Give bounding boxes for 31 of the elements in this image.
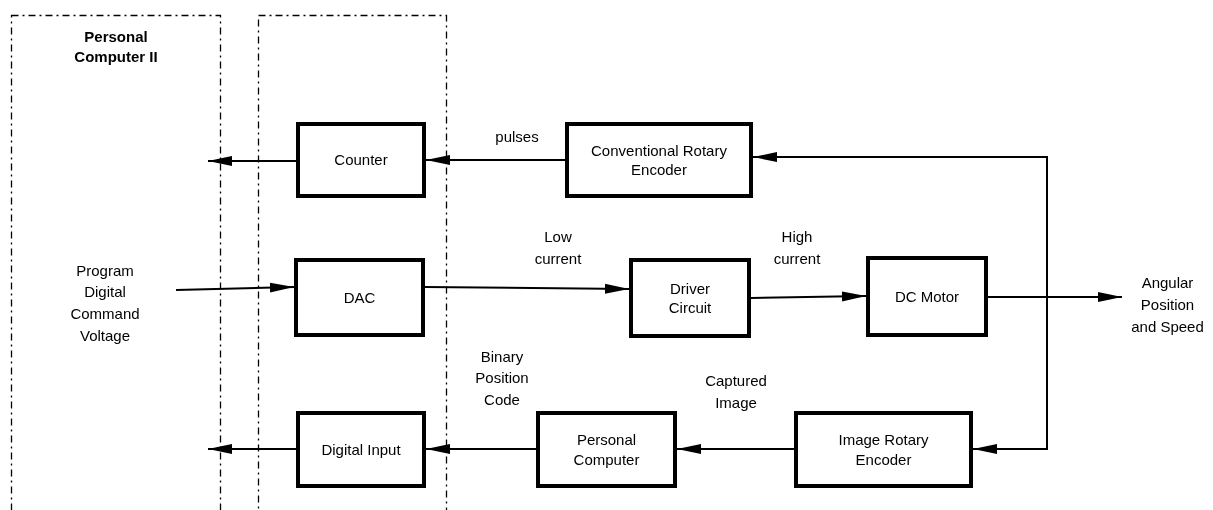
group-boundary	[11, 15, 221, 510]
process-box	[294, 258, 425, 337]
signal-text: Program Digital Command Voltage	[69, 260, 141, 346]
process-box	[794, 411, 973, 488]
group-boundary	[258, 15, 447, 510]
arrow	[752, 152, 1048, 298]
arrow	[972, 296, 1048, 454]
process-box	[565, 122, 753, 198]
process-box	[296, 122, 426, 198]
process-box	[296, 411, 426, 488]
box-label: Personal Computer	[572, 430, 641, 469]
signal-text: Angular Position and Speed	[1130, 273, 1205, 337]
process-box	[629, 258, 751, 338]
arrow	[676, 444, 795, 454]
group-heading: Personal Computer II	[73, 27, 159, 66]
box-label: Counter	[334, 150, 388, 170]
box-label: Conventional Rotary Encoder	[590, 140, 728, 180]
box-label: Image Rotary Encoder	[837, 430, 930, 469]
arrow	[750, 291, 867, 302]
box-label: Digital Input	[321, 439, 401, 460]
arrow	[425, 444, 537, 454]
process-box	[866, 256, 988, 337]
arrow	[175, 282, 295, 293]
process-box	[536, 411, 677, 488]
box-label: Driver Circuit	[667, 278, 713, 318]
arrow	[207, 156, 297, 166]
arrow	[425, 155, 566, 165]
box-label: DAC	[343, 287, 376, 308]
arrow	[424, 283, 630, 294]
box-label: DC Motor	[894, 286, 960, 307]
arrow	[207, 444, 297, 454]
